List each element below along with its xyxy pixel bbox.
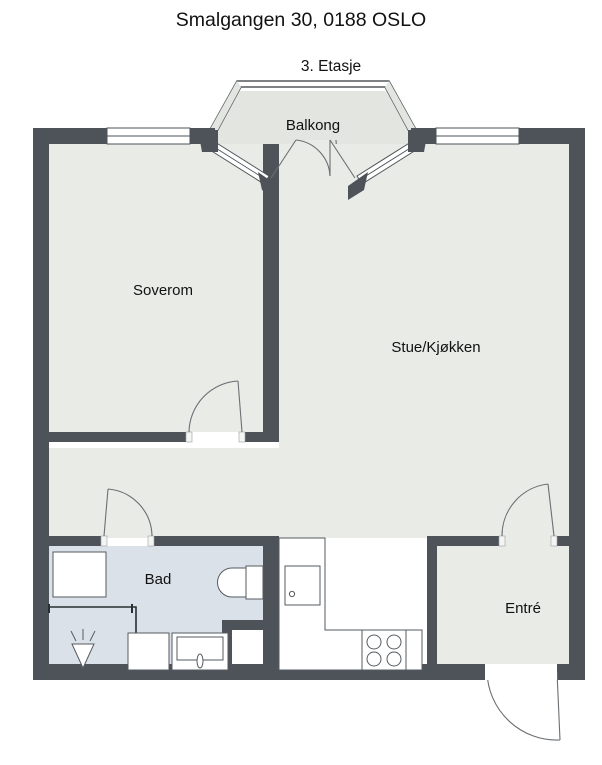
door-bad — [100, 488, 155, 547]
door-entre-arc — [501, 483, 549, 537]
railing-fill-right — [385, 81, 418, 137]
room-labels: Balkong Soverom Stue/Kjøkken Bad Entré — [133, 117, 541, 617]
room-fill-soverom — [49, 144, 263, 432]
door-entre-inner — [498, 483, 558, 547]
balcony-jamb-left-lower — [258, 172, 278, 200]
balcony-jamb-right-upper — [408, 130, 428, 152]
wall-soverom-stue — [263, 144, 279, 438]
wall-entre-left — [427, 546, 437, 664]
balcony-recess-edge-right — [329, 139, 356, 179]
page-title: Smalgangen 30, 0188 OSLO — [176, 9, 426, 31]
door-entre-jamb-left — [498, 535, 506, 547]
wall-bad-top-left — [49, 536, 107, 546]
stove-burner-4 — [386, 651, 402, 667]
balcony-door-swing-arc — [295, 139, 331, 177]
kitchen-sink-basin — [284, 565, 321, 606]
wall-exterior-right — [569, 128, 585, 680]
doors-group — [100, 380, 561, 741]
stove-four-burner — [361, 629, 407, 671]
wall-bad-right — [263, 536, 279, 664]
door-entrance-threshold — [485, 664, 557, 680]
wall-top-right-a — [519, 128, 585, 144]
door-soverom-leaf — [237, 380, 243, 433]
room-label-entre: Entré — [505, 600, 541, 617]
wall-bottom-entre-left — [433, 664, 485, 680]
wall-top-left-a — [33, 128, 107, 144]
door-soverom-arc — [188, 380, 239, 433]
bathroom-vanity — [52, 551, 107, 598]
balcony-recess-edge-left — [270, 139, 297, 179]
bathtub — [171, 632, 229, 671]
balcony-door-left — [198, 130, 278, 200]
washing-machine — [127, 632, 170, 671]
balcony-openings — [198, 130, 428, 200]
balcony-jamb-left-upper — [198, 130, 218, 152]
door-entrance-arc — [486, 671, 561, 741]
windows-group — [106, 127, 520, 145]
room-fills — [49, 140, 569, 664]
door-entre-leaf — [547, 483, 555, 537]
room-fill-entre — [437, 546, 569, 664]
wall-bad-top-right — [154, 536, 279, 546]
wall-bad-step — [222, 620, 270, 630]
shower-drain-funnel — [71, 643, 95, 670]
bathroom-fixtures — [48, 551, 264, 671]
door-entrance-leaf — [556, 671, 561, 741]
balcony-door-right-mullion — [359, 145, 414, 181]
room-label-balkong: Balkong — [286, 117, 340, 134]
balcony-jamb-right-lower — [348, 172, 368, 200]
wall-entre-top-left — [427, 536, 505, 546]
interior-walls — [49, 144, 585, 680]
toilet-cistern — [245, 565, 264, 600]
door-entre-jamb-right — [550, 535, 558, 547]
shower-spray-right — [89, 630, 96, 642]
door-bad-jamb-right — [147, 535, 155, 547]
shower-drain — [70, 629, 96, 670]
door-bad-leaf — [103, 488, 109, 537]
toilet-bowl — [217, 567, 247, 598]
room-label-stue-kjokken: Stue/Kjøkken — [391, 339, 480, 356]
floor-subtitle: 3. Etasje — [301, 58, 361, 75]
kitchen-sink-drain — [288, 590, 296, 598]
room-label-soverom: Soverom — [133, 282, 193, 299]
door-soverom — [185, 380, 246, 443]
door-entrance — [485, 664, 561, 741]
wall-entre-top-right — [557, 536, 585, 546]
room-label-bad: Bad — [145, 571, 172, 588]
room-fill-stue — [279, 144, 569, 664]
kitchen-fixtures — [278, 537, 423, 671]
stove-burner-2 — [386, 634, 402, 650]
toilet — [217, 565, 264, 600]
shower-spray-left — [70, 630, 77, 642]
wall-soverom-bottom-left — [49, 432, 186, 442]
kitchen-sink — [284, 565, 321, 606]
door-bad-jamb-left — [100, 535, 108, 547]
door-bad-arc — [107, 488, 153, 537]
bathtub-faucet — [196, 653, 204, 669]
balcony-door-right — [348, 130, 428, 200]
door-soverom-jamb-right — [238, 431, 246, 443]
stove-burner-1 — [366, 634, 382, 650]
balcony-door-left-mullion — [212, 145, 267, 181]
wall-exterior-left — [33, 128, 49, 680]
wall-bottom-entre-right — [557, 664, 585, 680]
railing-fill-left — [208, 81, 241, 137]
stove-burner-3 — [366, 651, 382, 667]
door-soverom-jamb-left — [185, 431, 193, 443]
wall-soverom-bottom-right — [245, 432, 279, 442]
room-fill-hallway — [49, 448, 279, 538]
